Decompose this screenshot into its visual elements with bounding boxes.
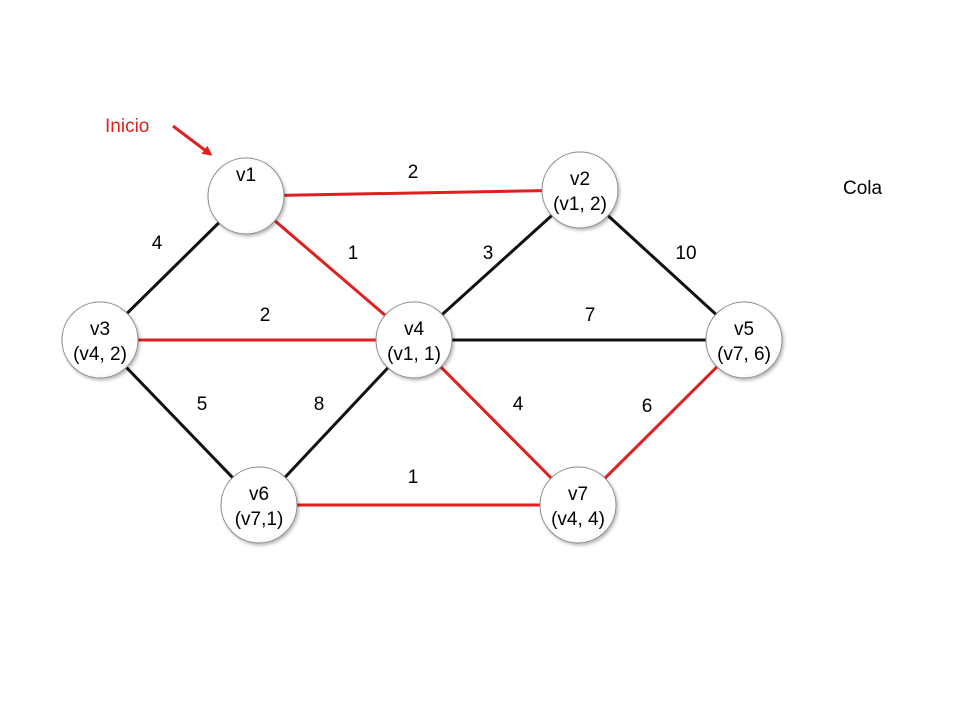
node-info: (v7,1) [235,509,284,530]
node-circle [207,157,285,235]
node-info: (v1, 1) [387,344,441,365]
edge-weight-v6-v7: 1 [408,467,419,488]
node-circle [61,301,139,379]
node-v2: v2 (v1, 2) [541,151,619,229]
node-info: (v1, 2) [553,194,607,215]
node-v5: v5 (v7, 6) [705,301,783,379]
node-v7: v7 (v4, 4) [539,466,617,544]
node-info: (v4, 4) [551,509,605,530]
edge-weight-v4-v5: 7 [585,305,596,326]
node-info: (v7, 6) [717,344,771,365]
edge-weight-v3-v6: 5 [197,394,208,415]
start-label: Inicio [105,116,149,137]
edge-weights: 2 4 1 3 10 2 7 5 8 4 6 1 [152,162,697,488]
node-info: (v4, 2) [73,344,127,365]
edge-weight-v2-v5: 10 [675,243,696,264]
node-circle [539,466,617,544]
node-v6: v6 (v7,1) [220,466,298,544]
node-circle [705,301,783,379]
node-name: v7 [568,484,588,505]
node-name: v4 [404,319,425,340]
edge-weight-v3-v4: 2 [260,305,271,326]
node-name: v2 [570,169,590,190]
node-circle [541,151,619,229]
edge-weight-v5-v7: 6 [642,396,653,417]
node-v1: v1 [207,157,285,235]
edge-weight-v1-v4: 1 [348,243,359,264]
edge-weight-v2-v4: 3 [483,243,494,264]
node-circle [220,466,298,544]
edge-weight-v1-v2: 2 [408,162,419,183]
edge-weight-v1-v3: 4 [152,233,163,254]
node-name: v3 [90,319,110,340]
node-v4: v4 (v1, 1) [375,301,453,379]
queue-label: Cola [843,178,883,199]
nodes: v1 v2 (v1, 2) v3 (v4, 2) v4 (v1, 1) v5 (v7, 6) v6… [61,151,783,544]
node-name: v6 [249,484,269,505]
edge-v5-v7 [576,338,746,507]
start-indicator: Inicio [105,116,213,156]
edge-v4-v7 [412,338,580,507]
edge-weight-v4-v6: 8 [314,394,325,415]
edge-v1-v2 [245,188,581,198]
edge-weight-v4-v7: 4 [513,394,524,415]
node-v3: v3 (v4, 2) [61,301,139,379]
node-name: v5 [734,319,754,340]
node-circle [375,301,453,379]
node-name: v1 [236,165,256,186]
start-arrow-icon [172,124,213,156]
